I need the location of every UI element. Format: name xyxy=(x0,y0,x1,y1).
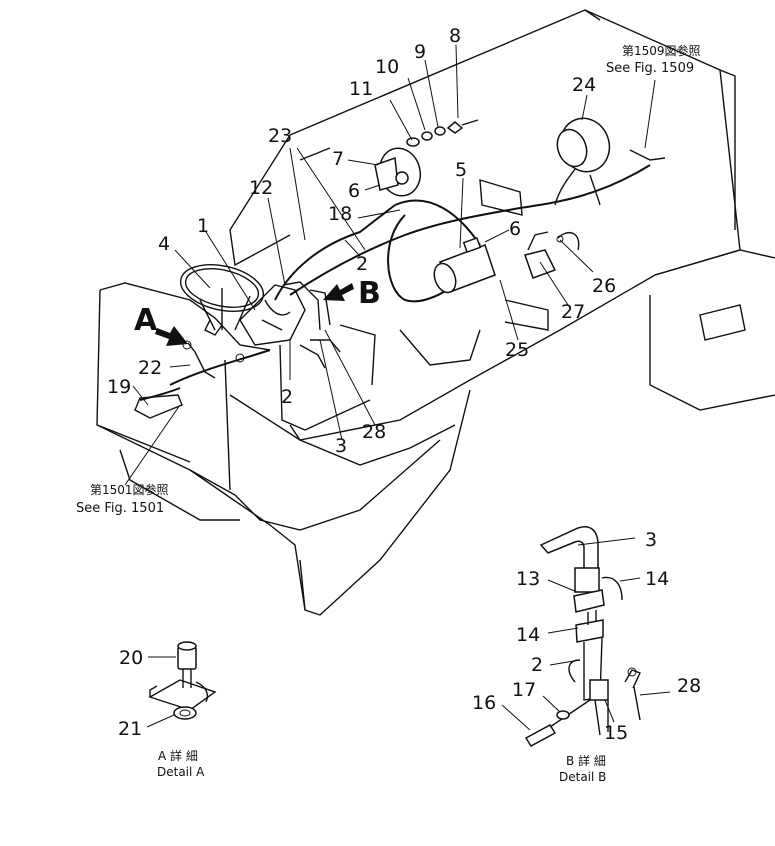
callout-5: 5 xyxy=(455,159,467,181)
callout-14: 14 xyxy=(516,624,540,646)
detail-b-en: Detail B xyxy=(559,770,606,784)
reference-fig1509: 第1509図参照 See Fig. 1509 xyxy=(606,43,701,76)
callout-22: 22 xyxy=(138,357,162,379)
clamp-26 xyxy=(556,231,580,251)
callout-7: 7 xyxy=(332,148,344,170)
reference-jp: 第1501図参照 xyxy=(90,482,169,497)
detail-a-en: Detail A xyxy=(157,765,205,779)
callout-19: 19 xyxy=(107,376,131,398)
callout-9: 9 xyxy=(414,41,426,63)
detail-a-jp: A 詳 細 xyxy=(158,748,198,763)
callout-6: 6 xyxy=(348,180,360,202)
callout-28: 28 xyxy=(362,421,386,443)
detail-b-jp: B 詳 細 xyxy=(566,753,606,768)
detail-a: 20 21 A 詳 細 Detail A xyxy=(118,641,217,779)
callout-16: 16 xyxy=(472,692,496,714)
callout-11: 11 xyxy=(349,78,373,100)
horn xyxy=(374,147,422,197)
callout-21: 21 xyxy=(118,718,142,740)
callout-8: 8 xyxy=(449,25,461,47)
rear-lamp xyxy=(556,117,611,173)
starter-motor xyxy=(433,236,496,294)
callout-28: 28 xyxy=(677,675,701,697)
callout-18: 18 xyxy=(328,203,352,225)
view-a-label: A xyxy=(134,303,158,338)
callout-20: 20 xyxy=(119,647,143,669)
leader-lines xyxy=(124,44,656,486)
callout-24: 24 xyxy=(572,74,596,96)
callout-26: 26 xyxy=(592,275,616,297)
detail-b: 3 13 14 14 2 17 16 15 28 B 詳 細 Detail B xyxy=(472,526,701,784)
callout-27: 27 xyxy=(561,301,585,323)
view-b-label: B xyxy=(358,276,381,311)
callout-numbers: 1 2 2 3 4 5 6 6 7 8 9 10 11 12 18 19 22 … xyxy=(107,25,616,457)
reference-jp: 第1509図参照 xyxy=(622,43,701,58)
machine-body xyxy=(96,9,775,616)
steering-column xyxy=(239,284,306,346)
callout-2: 2 xyxy=(281,386,293,408)
callout-12: 12 xyxy=(249,177,273,199)
callout-6: 6 xyxy=(509,218,521,240)
callout-14: 14 xyxy=(645,568,669,590)
relay xyxy=(524,231,557,279)
wiring-harness xyxy=(134,149,666,419)
arrow-a: A xyxy=(134,303,188,346)
callout-15: 15 xyxy=(604,722,628,744)
connector-22 xyxy=(182,340,245,379)
callout-4: 4 xyxy=(158,233,170,255)
callout-1: 1 xyxy=(197,215,209,237)
steering-wheel xyxy=(179,264,265,336)
reference-en: See Fig. 1509 xyxy=(606,61,694,76)
bolt-stack xyxy=(406,119,479,147)
callout-25: 25 xyxy=(505,339,529,361)
callout-10: 10 xyxy=(375,56,399,78)
callout-2: 2 xyxy=(531,654,543,676)
callout-3: 3 xyxy=(645,529,657,551)
arrow-b: B xyxy=(323,276,381,311)
callout-23: 23 xyxy=(268,125,292,147)
callout-3: 3 xyxy=(335,435,347,457)
callout-17: 17 xyxy=(512,679,536,701)
reference-en: See Fig. 1501 xyxy=(76,501,164,516)
reference-fig1501: 第1501図参照 See Fig. 1501 xyxy=(76,482,169,516)
callout-2: 2 xyxy=(356,253,368,275)
callout-13: 13 xyxy=(516,568,540,590)
